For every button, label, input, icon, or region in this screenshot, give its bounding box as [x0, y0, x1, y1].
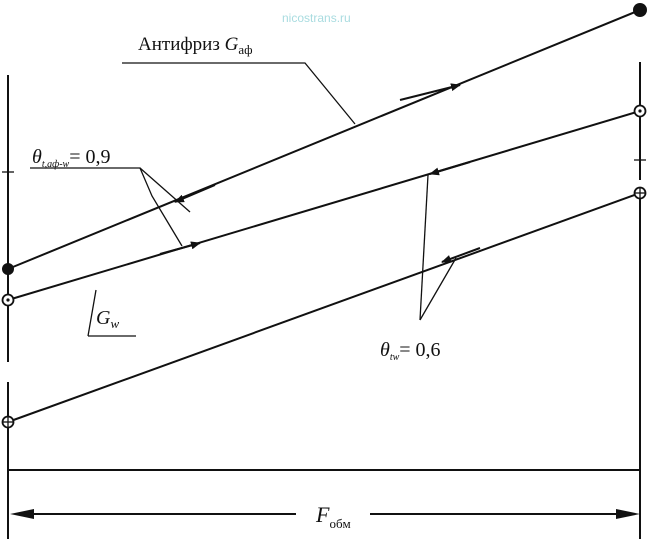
water-bottom-arrow-left: [441, 247, 481, 263]
theta-right-leader-bottom: [419, 257, 457, 321]
dimension-label-bg: [296, 500, 370, 530]
water-line-middle: [7, 110, 641, 301]
water-middle-end-center: [638, 109, 642, 113]
antifreeze-start-dot: [2, 263, 14, 275]
antifreeze-line: [7, 9, 641, 270]
antifreeze-end-dot: [633, 3, 647, 17]
gw-leader: [87, 289, 97, 337]
antifreeze-arrow-right: [399, 83, 461, 101]
water-middle-arrow-left: [429, 161, 471, 176]
theta-left-leader-to-antifreeze: [139, 167, 191, 213]
theta-left-leader-to-water: [30, 167, 183, 247]
dimension-arrow-left: [10, 509, 34, 519]
area-label: Fобм: [315, 502, 351, 531]
theta-left-label: θt,аф-w= 0,9: [32, 146, 111, 170]
watermark: nicostrans.ru: [282, 11, 351, 25]
water-line-bottom: [7, 192, 641, 423]
water-middle-arrow-right: [159, 241, 201, 255]
gw-label: Gw: [96, 307, 119, 331]
water-middle-start-center: [6, 298, 10, 302]
theta-right-leader-middle: [419, 174, 429, 321]
antifreeze-leader: [122, 62, 356, 125]
antifreeze-arrow-left: [174, 184, 216, 203]
dimension-arrow-right: [616, 509, 640, 519]
antifreeze-label: Антифриз Gаф: [138, 34, 253, 57]
theta-right-label: θtw= 0,6: [380, 339, 441, 363]
